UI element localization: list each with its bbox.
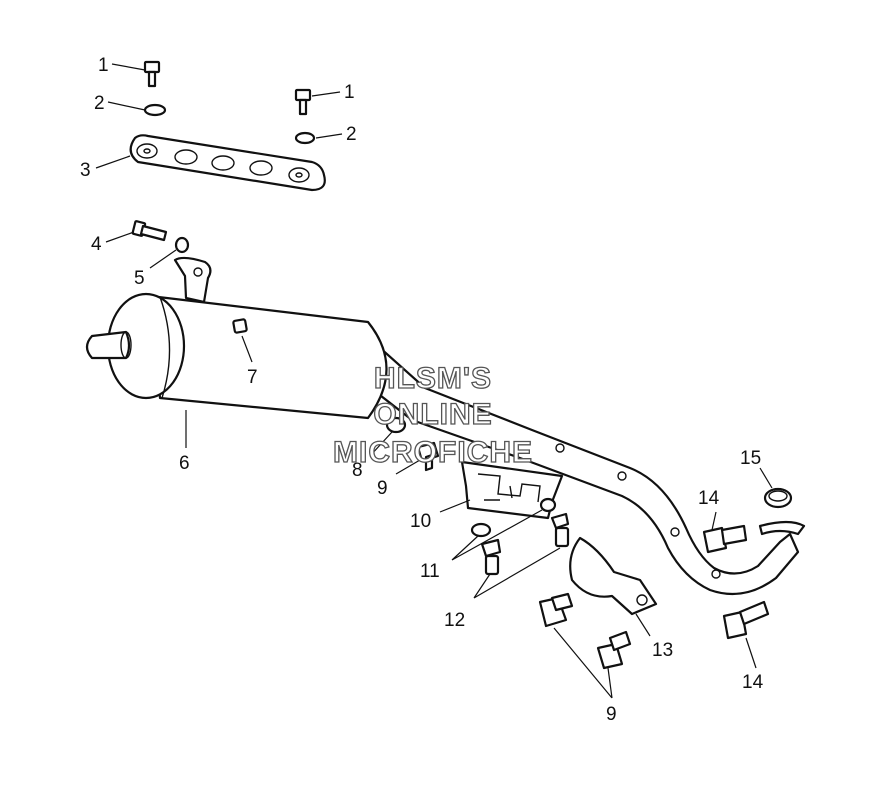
callout-3: 3 — [80, 160, 91, 181]
watermark-line-2: ONLINE — [373, 398, 492, 431]
bolt-part-1-left — [143, 60, 161, 88]
callout-14-lower: 14 — [742, 672, 764, 693]
nut-part-8 — [385, 416, 407, 434]
callouts: 1 1 2 2 3 4 5 6 7 8 9 10 11 12 13 9 14 1… — [80, 55, 764, 725]
bolt-part-9-lower-b — [596, 630, 632, 670]
bolt-part-12-right — [550, 512, 570, 548]
callout-13: 13 — [652, 640, 673, 661]
muffler-part-6 — [85, 256, 388, 420]
callout-11: 11 — [420, 561, 440, 582]
bolt-part-9-upper — [416, 441, 440, 472]
callout-5: 5 — [134, 268, 145, 289]
callout-9-lower: 9 — [606, 704, 617, 725]
clamp-part-15 — [763, 487, 793, 509]
bolt-part-14-lower — [722, 600, 770, 640]
callout-2-left: 2 — [94, 93, 105, 114]
watermark-line-1: HLSM'S — [374, 362, 492, 395]
callout-6: 6 — [179, 453, 190, 474]
callout-14-upper: 14 — [698, 488, 720, 509]
bolt-part-12-left — [480, 538, 502, 576]
callout-7: 7 — [247, 367, 258, 388]
callout-2-right: 2 — [346, 124, 357, 145]
washer-part-11-left — [470, 522, 492, 538]
washer-part-11-right — [539, 497, 557, 513]
callout-12: 12 — [444, 610, 465, 631]
nut-part-7 — [232, 318, 248, 334]
leader-lines — [95, 63, 773, 699]
bolt-part-14-upper — [702, 524, 748, 554]
callout-8: 8 — [352, 460, 363, 481]
heat-shield-part-10 — [460, 460, 564, 520]
callout-15: 15 — [740, 448, 761, 469]
callout-1-right: 1 — [344, 82, 355, 103]
bolt-part-9-lower-a — [538, 592, 574, 628]
washer-part-5 — [174, 236, 190, 254]
bolt-part-1-right — [294, 88, 312, 116]
callout-10: 10 — [410, 511, 431, 532]
callout-1-left: 1 — [98, 55, 109, 76]
watermark: HLSM'S ONLINE MICROFICHE — [332, 361, 533, 469]
bracket-plate-part-3 — [129, 134, 326, 192]
washer-part-2-right — [294, 131, 316, 145]
washer-part-2-left — [143, 103, 167, 117]
callout-9-upper: 9 — [377, 478, 388, 499]
watermark-line-3: MICROFICHE — [333, 436, 533, 469]
bolt-part-4 — [131, 220, 168, 242]
clamp-bracket-part-13 — [569, 536, 658, 616]
exhaust-head-pipe — [343, 328, 806, 596]
callout-4: 4 — [91, 234, 102, 255]
